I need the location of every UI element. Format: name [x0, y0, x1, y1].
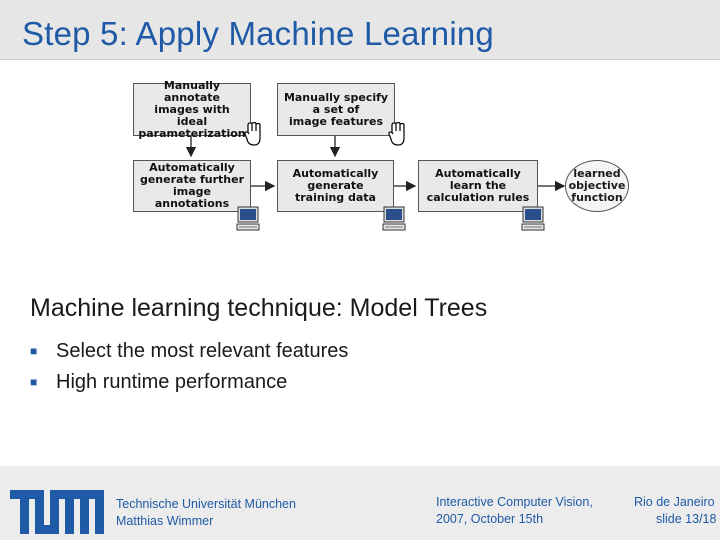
title-bar: Step 5: Apply Machine Learning — [0, 0, 720, 60]
bullet-list: ■ Select the most relevant features ■ Hi… — [30, 336, 348, 398]
author-name: Matthias Wimmer — [116, 514, 214, 528]
slide-title: Step 5: Apply Machine Learning — [22, 15, 494, 52]
square-bullet-icon: ■ — [30, 344, 38, 358]
box-generate-training-data: Automatically generate training data — [277, 160, 394, 212]
event-date: 2007, October 15th — [436, 512, 544, 526]
box-label: Manually annotate images with ideal para… — [138, 78, 246, 140]
location: Rio de Janeiro — [634, 495, 715, 509]
section-heading: Machine learning technique: Model Trees — [30, 294, 488, 322]
computer-icon — [521, 206, 545, 231]
diagram-arrows — [185, 136, 566, 192]
footer-event: Interactive Computer Vision, 2007, Octob… — [436, 494, 593, 528]
square-bullet-icon: ■ — [30, 375, 38, 389]
slide-number: slide 13/18 — [656, 512, 717, 526]
computer-icon — [236, 206, 260, 231]
box-label: Automatically generate training data — [292, 167, 379, 204]
box-learn-rules: Automatically learn the calculation rule… — [418, 160, 538, 212]
event-name: Interactive Computer Vision, — [436, 495, 593, 509]
box-generate-annotations: Automatically generate further image ann… — [133, 160, 251, 212]
list-item: ■ High runtime performance — [30, 367, 348, 398]
footer: Technische Universität München Matthias … — [0, 466, 720, 540]
footer-affiliation: Technische Universität München Matthias … — [116, 496, 296, 530]
box-manually-specify: Manually specify a set of image features — [277, 83, 395, 136]
tum-logo — [10, 490, 104, 534]
box-label: Manually specify a set of image features — [283, 90, 389, 128]
workflow-diagram: Manually annotate images with ideal para… — [120, 74, 640, 244]
footer-location: Rio de Janeiro slide 13/18 — [634, 494, 716, 528]
hand-icon — [244, 122, 261, 146]
box-manually-annotate: Manually annotate images with ideal para… — [133, 79, 251, 139]
hand-icon — [388, 122, 405, 146]
computer-icon — [382, 206, 406, 231]
bullet-text: High runtime performance — [56, 371, 288, 393]
bullet-text: Select the most relevant features — [56, 340, 349, 362]
university-name: Technische Universität München — [116, 497, 296, 511]
list-item: ■ Select the most relevant features — [30, 336, 348, 367]
box-label: Automatically learn the calculation rule… — [426, 167, 530, 204]
oval-label: learned objective function — [568, 167, 626, 204]
box-label: Automatically generate further image ann… — [139, 161, 245, 210]
oval-learned-objective-function: learned objective function — [565, 160, 629, 212]
